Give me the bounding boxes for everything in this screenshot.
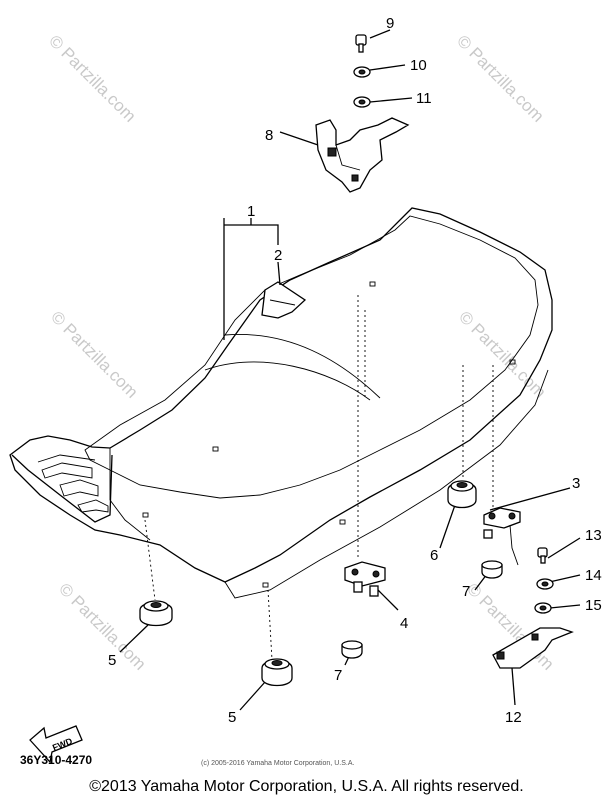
callout-12: 12 (505, 709, 522, 726)
callout-9: 9 (386, 15, 394, 32)
watermark: © Partzilla.com (55, 579, 149, 673)
callout-1: 1 (247, 203, 255, 220)
seat-drawing (9, 207, 553, 599)
callout-2: 2 (274, 247, 282, 264)
callout-4: 4 (400, 615, 408, 632)
callout-5: 5 (228, 709, 236, 726)
dampers (139, 480, 503, 687)
callout-13: 13 (585, 527, 602, 544)
callout-6: 6 (430, 547, 438, 564)
watermark: © Partzilla.com (47, 307, 141, 401)
brackets (344, 507, 521, 597)
top-hardware (315, 34, 410, 193)
lower-hardware (492, 547, 574, 669)
watermark: © Partzilla.com (453, 31, 547, 125)
callouts: 1 2 3 4 5 5 6 7 7 8 9 10 11 12 13 14 15 (108, 15, 602, 726)
callout-5: 5 (108, 652, 116, 669)
callout-7: 7 (462, 583, 470, 600)
watermark: © Partzilla.com (45, 31, 139, 125)
diagram-part-number: 36Y310-4270 (20, 753, 92, 767)
watermark: © Partzilla.com (455, 307, 549, 401)
leader-lines (119, 29, 581, 711)
watermark-group: © Partzilla.com © Partzilla.com © Partzi… (45, 31, 557, 673)
footer-copyright: ©2013 Yamaha Motor Corporation, U.S.A. A… (89, 778, 524, 795)
callout-8: 8 (265, 127, 273, 144)
callout-3: 3 (572, 475, 580, 492)
callout-11: 11 (416, 90, 432, 107)
callout-10: 10 (410, 57, 427, 74)
inner-copyright: (c) 2005-2016 Yamaha Motor Corporation, … (201, 760, 354, 767)
callout-14: 14 (585, 567, 602, 584)
callout-7: 7 (334, 667, 342, 684)
callout-15: 15 (585, 597, 602, 614)
